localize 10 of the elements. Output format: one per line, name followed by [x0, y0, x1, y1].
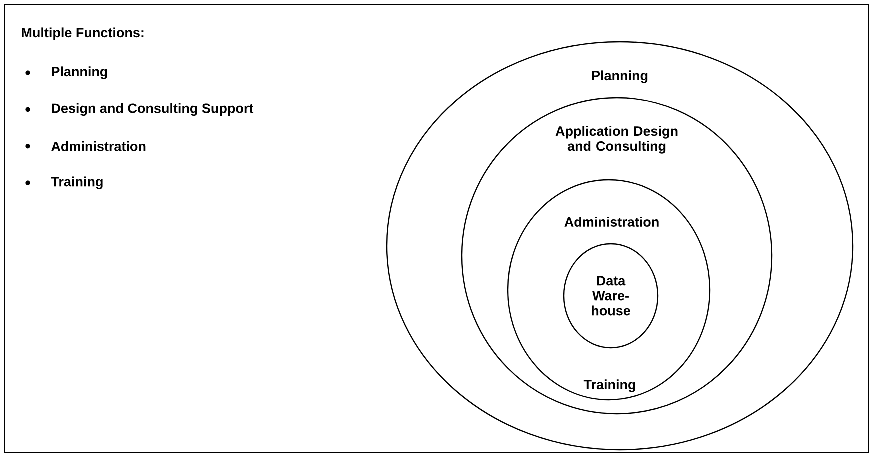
- heading: Multiple Functions:: [22, 28, 144, 40]
- list-item: Design and Consulting Support: [26, 103, 254, 116]
- ring-label: Data Ware- house: [592, 276, 630, 316]
- ring-label: Administration: [564, 217, 659, 227]
- ring-label: Application Design and Consulting: [556, 126, 678, 154]
- list-item: Training: [26, 176, 103, 190]
- list-item: Administration: [26, 141, 146, 152]
- list-item: Planning: [26, 66, 108, 80]
- ring-label: Planning: [592, 70, 648, 84]
- ring-label: Training: [584, 380, 636, 392]
